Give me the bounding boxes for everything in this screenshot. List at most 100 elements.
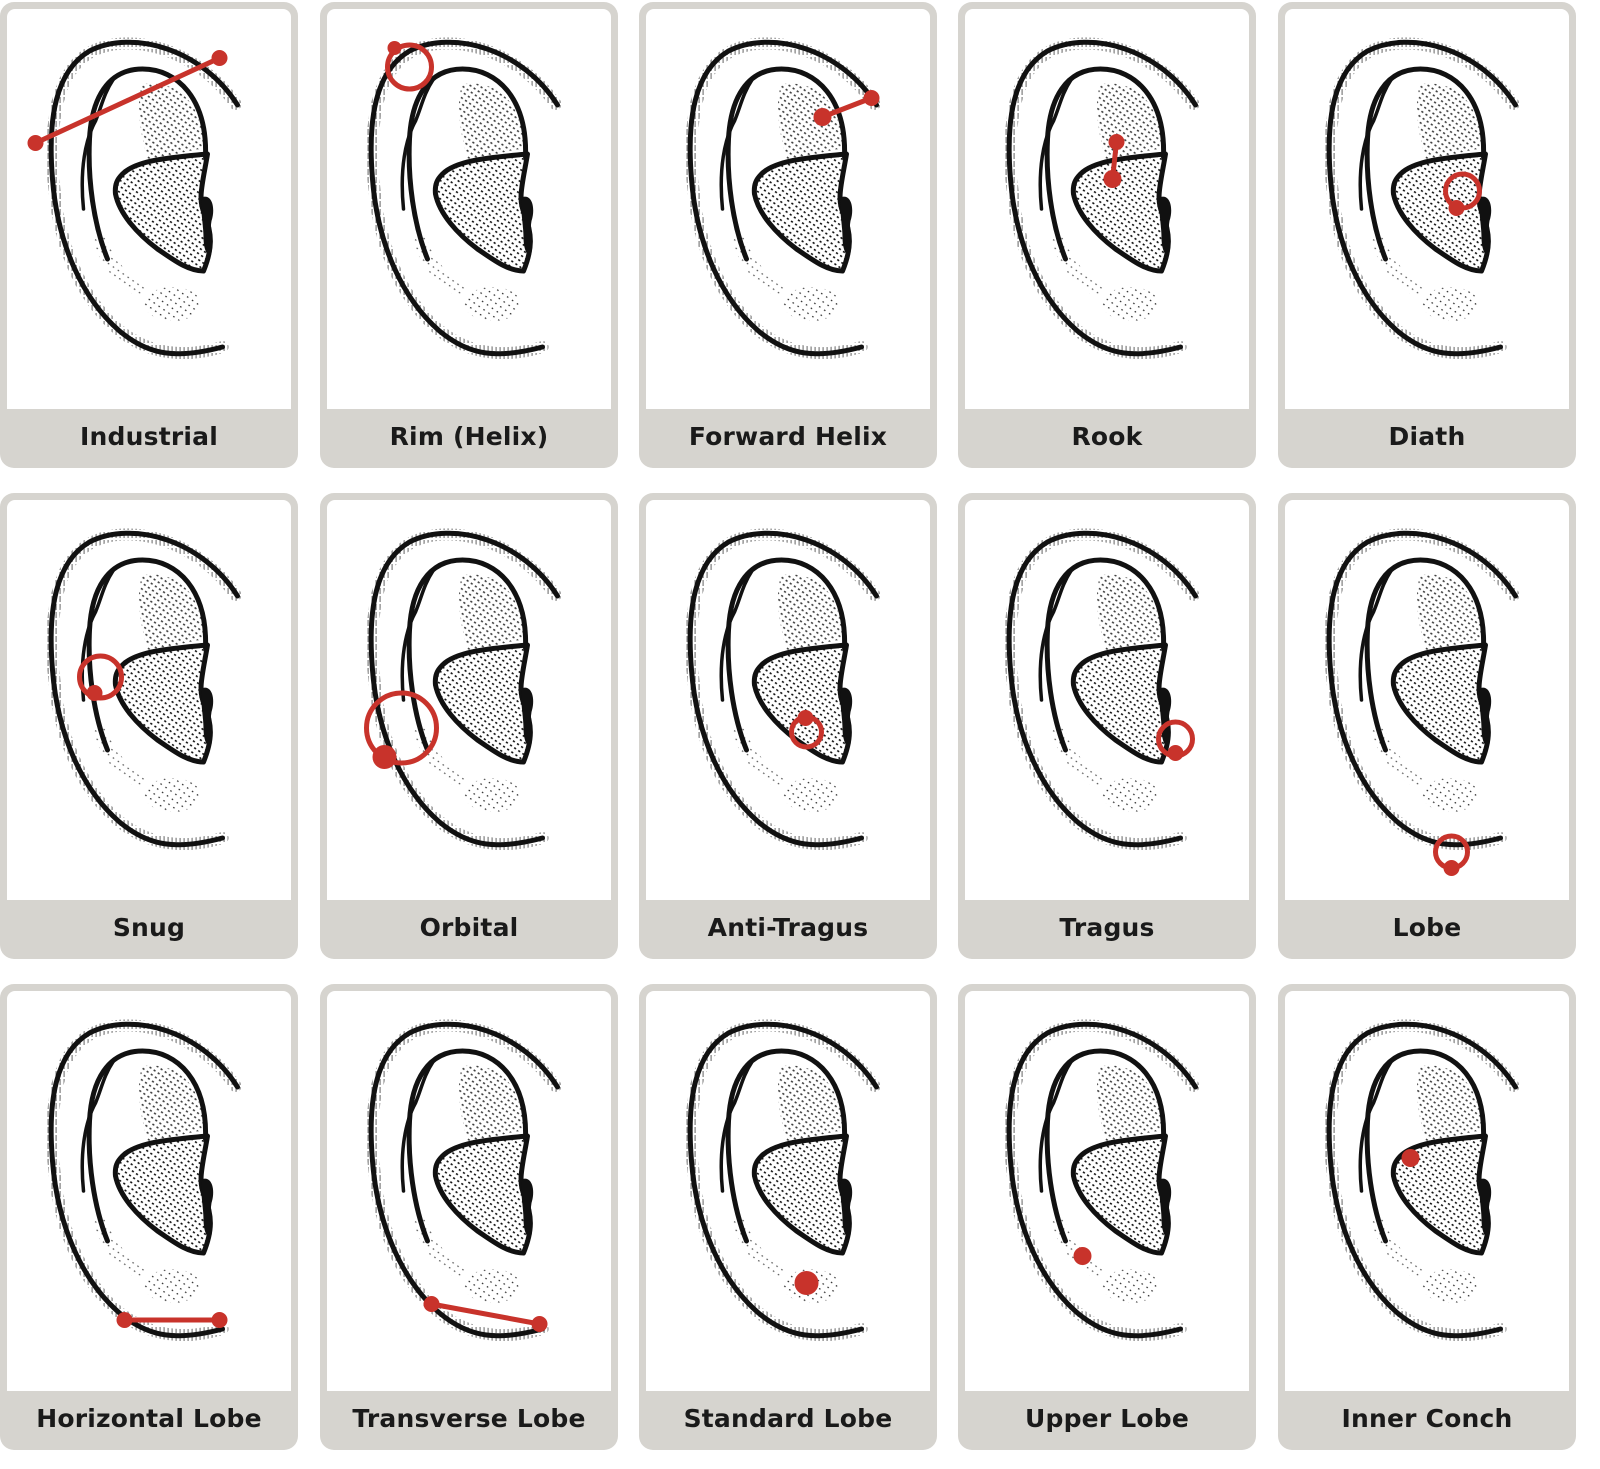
piercing-ball bbox=[1443, 860, 1460, 876]
piercing-card-diath: Diath bbox=[1278, 2, 1576, 468]
ear-drawing bbox=[366, 528, 562, 851]
piercing-label: Diath bbox=[1388, 422, 1466, 451]
piercing-card-rim-helix: Rim (Helix) bbox=[320, 2, 618, 468]
piercing-ball bbox=[372, 745, 397, 769]
ear-illustration bbox=[965, 500, 1249, 900]
ear-drawing bbox=[1324, 528, 1520, 851]
ear-with-piercing-icon bbox=[1004, 528, 1200, 851]
piercing-bar bbox=[429, 1301, 542, 1327]
ear-with-piercing-icon bbox=[1004, 1019, 1200, 1342]
piercing-label: Standard Lobe bbox=[683, 1404, 893, 1433]
ear-with-piercing-icon bbox=[366, 1019, 562, 1342]
ear-illustration bbox=[965, 9, 1249, 409]
piercing-card-forward-helix: Forward Helix bbox=[639, 2, 937, 468]
piercing-ball bbox=[387, 41, 402, 55]
piercing-ball bbox=[27, 135, 44, 151]
piercing-marker-group bbox=[1156, 719, 1195, 761]
ear-illustration bbox=[1285, 991, 1569, 1391]
ear-illustration bbox=[327, 991, 611, 1391]
piercing-label: Lobe bbox=[1392, 913, 1462, 942]
ear-with-piercing-icon bbox=[364, 528, 562, 851]
piercing-card-inner-conch: Inner Conch bbox=[1278, 984, 1576, 1450]
piercing-ball bbox=[797, 710, 814, 726]
piercing-ball bbox=[211, 1312, 228, 1328]
ear-with-piercing-icon bbox=[46, 528, 242, 851]
ear-with-piercing-icon bbox=[27, 37, 242, 360]
piercing-marker-group bbox=[1433, 833, 1470, 876]
ear-with-piercing-icon bbox=[1004, 37, 1200, 360]
piercing-marker-group bbox=[1401, 1149, 1420, 1167]
piercing-card-horizontal-lobe: Horizontal Lobe bbox=[0, 984, 298, 1450]
piercing-marker-group bbox=[1073, 1247, 1092, 1265]
piercing-marker-group bbox=[1443, 171, 1482, 216]
piercing-ball bbox=[1103, 170, 1122, 188]
piercing-label: Rim (Helix) bbox=[389, 422, 549, 451]
piercing-label: Orbital bbox=[419, 913, 519, 942]
piercing-ball bbox=[863, 90, 880, 106]
ear-drawing bbox=[366, 1019, 562, 1342]
ear-with-piercing-icon bbox=[685, 37, 881, 360]
ear-drawing bbox=[1004, 1019, 1200, 1342]
piercing-ring bbox=[385, 42, 434, 92]
piercing-ball bbox=[794, 1271, 819, 1295]
ear-with-piercing-icon bbox=[366, 37, 562, 360]
piercing-marker-group bbox=[789, 710, 824, 750]
piercing-label: Snug bbox=[112, 913, 186, 942]
ear-drawing bbox=[685, 1019, 881, 1342]
piercing-ring bbox=[364, 690, 439, 766]
ear-drawing bbox=[46, 1019, 242, 1342]
piercing-ball bbox=[1401, 1149, 1420, 1167]
ear-with-piercing-icon bbox=[685, 1019, 881, 1342]
piercing-card-standard-lobe: Standard Lobe bbox=[639, 984, 937, 1450]
piercing-card-snug: Snug bbox=[0, 493, 298, 959]
piercing-marker-group bbox=[385, 41, 434, 92]
piercing-ball bbox=[813, 108, 832, 126]
piercing-ball bbox=[423, 1296, 440, 1312]
piercing-marker-group bbox=[364, 690, 439, 769]
piercing-card-orbital: Orbital bbox=[320, 493, 618, 959]
piercing-marker-group bbox=[1103, 134, 1125, 188]
piercing-bar bbox=[33, 55, 222, 146]
piercing-ball bbox=[211, 50, 228, 66]
piercing-card-upper-lobe: Upper Lobe bbox=[958, 984, 1256, 1450]
ear-drawing bbox=[1324, 1019, 1520, 1342]
piercing-label: Transverse Lobe bbox=[352, 1404, 586, 1433]
piercing-label: Rook bbox=[1071, 422, 1143, 451]
piercing-ball bbox=[116, 1312, 133, 1328]
ear-with-piercing-icon bbox=[1324, 37, 1520, 360]
ear-illustration bbox=[7, 991, 291, 1391]
piercing-marker-group bbox=[27, 50, 228, 151]
piercing-card-transverse-lobe: Transverse Lobe bbox=[320, 984, 618, 1450]
ear-illustration bbox=[965, 991, 1249, 1391]
ear-illustration bbox=[1285, 500, 1569, 900]
piercing-ball bbox=[531, 1316, 548, 1332]
piercing-ball bbox=[1073, 1247, 1092, 1265]
piercing-ball bbox=[1448, 200, 1465, 216]
ear-illustration bbox=[1285, 9, 1569, 409]
piercing-marker-group bbox=[813, 90, 880, 126]
ear-drawing bbox=[366, 37, 562, 360]
ear-with-piercing-icon bbox=[46, 1019, 242, 1342]
piercing-label: Horizontal Lobe bbox=[36, 1404, 262, 1433]
piercing-marker-group bbox=[794, 1271, 819, 1295]
piercing-label: Tragus bbox=[1059, 913, 1155, 942]
ear-drawing bbox=[685, 528, 881, 851]
piercing-label: Forward Helix bbox=[688, 422, 888, 451]
ear-drawing bbox=[1324, 37, 1520, 360]
piercing-ball bbox=[1167, 745, 1184, 761]
piercing-marker-group bbox=[77, 653, 124, 701]
piercing-card-industrial: Industrial bbox=[0, 2, 298, 468]
piercing-card-tragus: Tragus bbox=[958, 493, 1256, 959]
piercing-label: Upper Lobe bbox=[1024, 1404, 1190, 1433]
piercing-ball bbox=[1108, 134, 1125, 150]
ear-illustration bbox=[646, 500, 930, 900]
ear-drawing bbox=[46, 528, 242, 851]
ear-illustration bbox=[7, 9, 291, 409]
ear-illustration bbox=[646, 9, 930, 409]
piercing-label: Anti-Tragus bbox=[707, 913, 869, 942]
piercing-card-lobe: Lobe bbox=[1278, 493, 1576, 959]
ear-drawing bbox=[1004, 37, 1200, 360]
ear-with-piercing-icon bbox=[685, 528, 881, 851]
piercing-marker-group bbox=[423, 1296, 548, 1332]
